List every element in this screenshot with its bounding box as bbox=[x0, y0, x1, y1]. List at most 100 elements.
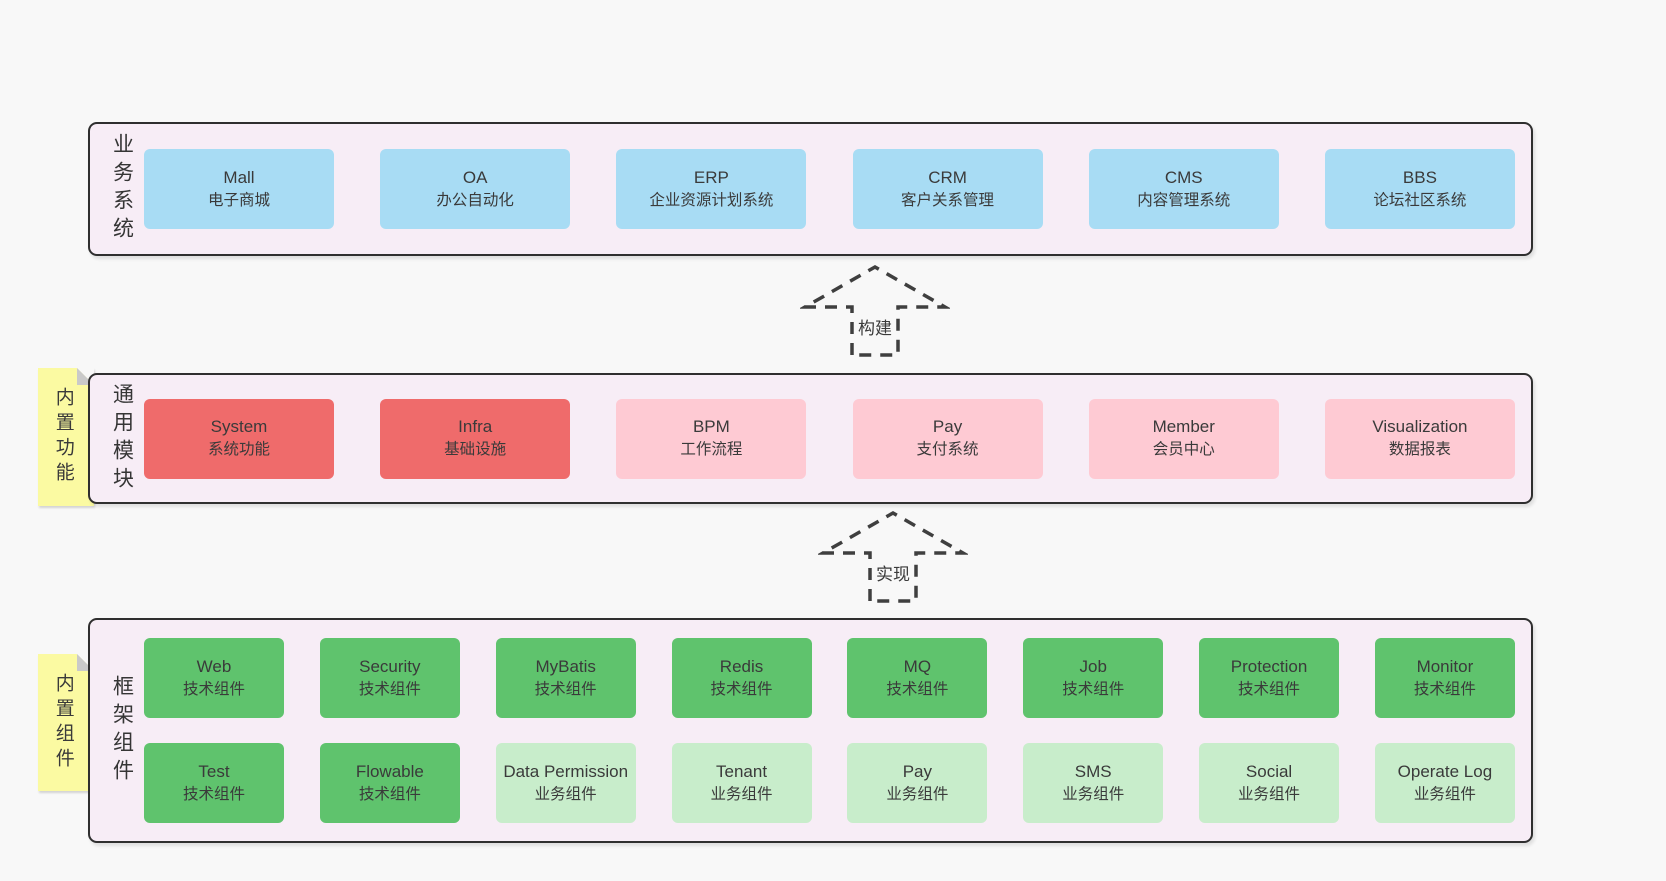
box-name: ERP bbox=[693, 167, 729, 187]
band-label-common-modules: 通用模块 bbox=[110, 382, 134, 495]
box-subtitle: 技术组件 bbox=[358, 680, 421, 698]
box-subtitle: 业务组件 bbox=[1062, 785, 1125, 803]
arrow-implement: 实现 bbox=[818, 508, 968, 604]
box-redis: Redis 技术组件 bbox=[671, 638, 812, 718]
box-subtitle: 数据报表 bbox=[1388, 441, 1451, 459]
box-name: Job bbox=[1079, 656, 1107, 676]
box-subtitle: 技术组件 bbox=[358, 785, 421, 803]
box-name: Social bbox=[1245, 761, 1293, 781]
box-name: Security bbox=[359, 656, 421, 676]
band-common-modules: 通用模块 System 系统功能 Infra 基础设施 BPM 工作流程 Pay… bbox=[88, 373, 1533, 504]
box-infra: Infra 基础设施 bbox=[380, 398, 571, 479]
box-name: MyBatis bbox=[535, 656, 596, 676]
box-name: Mall bbox=[223, 167, 255, 187]
box-name: MQ bbox=[903, 656, 932, 676]
box-name: Member bbox=[1152, 417, 1215, 437]
box-operate-log: Operate Log 业务组件 bbox=[1374, 743, 1515, 823]
sticky-note-label: 内置组件 bbox=[52, 672, 74, 773]
box-oa: OA 办公自动化 bbox=[380, 149, 571, 229]
framework-components-row-1: Web 技术组件 Security 技术组件 MyBatis 技术组件 Redi… bbox=[144, 638, 1515, 718]
box-subtitle: 技术组件 bbox=[1413, 680, 1476, 698]
box-pay: Pay 支付系统 bbox=[852, 398, 1043, 479]
box-subtitle: 技术组件 bbox=[534, 680, 597, 698]
band-label-framework-components: 框架组件 bbox=[110, 674, 134, 787]
box-name: SMS bbox=[1074, 761, 1112, 781]
box-name: CRM bbox=[928, 167, 967, 187]
arrow-build: 构建 bbox=[800, 262, 950, 358]
box-name: Protection bbox=[1230, 656, 1308, 676]
box-job: Job 技术组件 bbox=[1023, 638, 1164, 718]
business-systems-boxes: Mall 电子商城 OA 办公自动化 ERP 企业资源计划系统 CRM 客户关系… bbox=[144, 149, 1531, 229]
box-name: BBS bbox=[1402, 167, 1437, 187]
box-subtitle: 技术组件 bbox=[1238, 680, 1301, 698]
box-name: Data Permission bbox=[503, 761, 629, 781]
box-pay-biz: Pay 业务组件 bbox=[847, 743, 988, 823]
box-bbs: BBS 论坛社区系统 bbox=[1324, 149, 1515, 229]
box-subtitle: 业务组件 bbox=[1238, 785, 1301, 803]
band-business-systems: 业务系统 Mall 电子商城 OA 办公自动化 ERP 企业资源计划系统 CRM… bbox=[88, 122, 1533, 256]
box-mybatis: MyBatis 技术组件 bbox=[495, 638, 636, 718]
box-subtitle: 业务组件 bbox=[1413, 785, 1476, 803]
box-flowable: Flowable 技术组件 bbox=[319, 743, 460, 823]
common-modules-boxes: System 系统功能 Infra 基础设施 BPM 工作流程 Pay 支付系统… bbox=[144, 398, 1531, 479]
framework-components-rows: Web 技术组件 Security 技术组件 MyBatis 技术组件 Redi… bbox=[144, 638, 1531, 823]
box-subtitle: 技术组件 bbox=[1062, 680, 1125, 698]
box-crm: CRM 客户关系管理 bbox=[852, 149, 1043, 229]
box-name: Visualization bbox=[1372, 417, 1468, 437]
box-subtitle: 基础设施 bbox=[444, 441, 507, 459]
box-subtitle: 会员中心 bbox=[1152, 441, 1215, 459]
box-subtitle: 办公自动化 bbox=[436, 191, 514, 209]
box-subtitle: 业务组件 bbox=[534, 785, 597, 803]
box-subtitle: 电子商城 bbox=[207, 191, 270, 209]
box-name: Web bbox=[196, 656, 232, 676]
box-bpm: BPM 工作流程 bbox=[616, 398, 807, 479]
box-subtitle: 技术组件 bbox=[182, 680, 245, 698]
box-test: Test 技术组件 bbox=[144, 743, 284, 823]
box-name: Pay bbox=[902, 761, 933, 781]
box-subtitle: 企业资源计划系统 bbox=[649, 191, 774, 209]
box-sms: SMS 业务组件 bbox=[1023, 743, 1164, 823]
box-subtitle: 业务组件 bbox=[886, 785, 949, 803]
framework-components-row-2: Test 技术组件 Flowable 技术组件 Data Permission … bbox=[144, 743, 1515, 823]
box-data-permission: Data Permission 业务组件 bbox=[495, 743, 636, 823]
box-subtitle: 技术组件 bbox=[710, 680, 773, 698]
box-tenant: Tenant 业务组件 bbox=[671, 743, 812, 823]
box-visualization: Visualization 数据报表 bbox=[1324, 398, 1515, 479]
box-monitor: Monitor 技术组件 bbox=[1374, 638, 1515, 718]
up-block-arrow-icon bbox=[800, 264, 950, 357]
box-subtitle: 内容管理系统 bbox=[1137, 191, 1231, 209]
box-member: Member 会员中心 bbox=[1088, 398, 1279, 479]
box-mq: MQ 技术组件 bbox=[847, 638, 988, 718]
box-name: Monitor bbox=[1416, 656, 1474, 676]
box-name: BPM bbox=[692, 417, 730, 437]
box-name: Tenant bbox=[716, 761, 768, 781]
box-name: CMS bbox=[1164, 167, 1203, 187]
box-subtitle: 论坛社区系统 bbox=[1373, 191, 1467, 209]
box-name: Pay bbox=[932, 417, 963, 437]
box-name: Infra bbox=[458, 417, 493, 437]
box-subtitle: 工作流程 bbox=[680, 441, 743, 459]
box-subtitle: 系统功能 bbox=[207, 441, 270, 459]
box-name: Flowable bbox=[355, 761, 424, 781]
box-erp: ERP 企业资源计划系统 bbox=[616, 149, 807, 229]
box-subtitle: 技术组件 bbox=[886, 680, 949, 698]
band-framework-components: 框架组件 Web 技术组件 Security 技术组件 MyBatis 技术组件… bbox=[88, 618, 1533, 843]
box-name: Redis bbox=[719, 656, 764, 676]
box-name: OA bbox=[462, 167, 488, 187]
arrow-label: 实现 bbox=[872, 559, 914, 586]
sticky-note-builtin-features: 内置功能 bbox=[38, 368, 94, 506]
box-security: Security 技术组件 bbox=[319, 638, 460, 718]
sticky-note-label: 内置功能 bbox=[52, 387, 74, 487]
box-social: Social 业务组件 bbox=[1199, 743, 1340, 823]
sticky-note-builtin-components: 内置组件 bbox=[38, 654, 94, 791]
up-block-arrow-icon bbox=[818, 510, 968, 603]
box-system: System 系统功能 bbox=[144, 398, 334, 479]
box-subtitle: 技术组件 bbox=[182, 785, 245, 803]
band-label-business-systems: 业务系统 bbox=[110, 133, 134, 245]
box-protection: Protection 技术组件 bbox=[1199, 638, 1340, 718]
box-web: Web 技术组件 bbox=[144, 638, 284, 718]
box-cms: CMS 内容管理系统 bbox=[1088, 149, 1279, 229]
box-subtitle: 客户关系管理 bbox=[901, 191, 995, 209]
box-subtitle: 业务组件 bbox=[710, 785, 773, 803]
